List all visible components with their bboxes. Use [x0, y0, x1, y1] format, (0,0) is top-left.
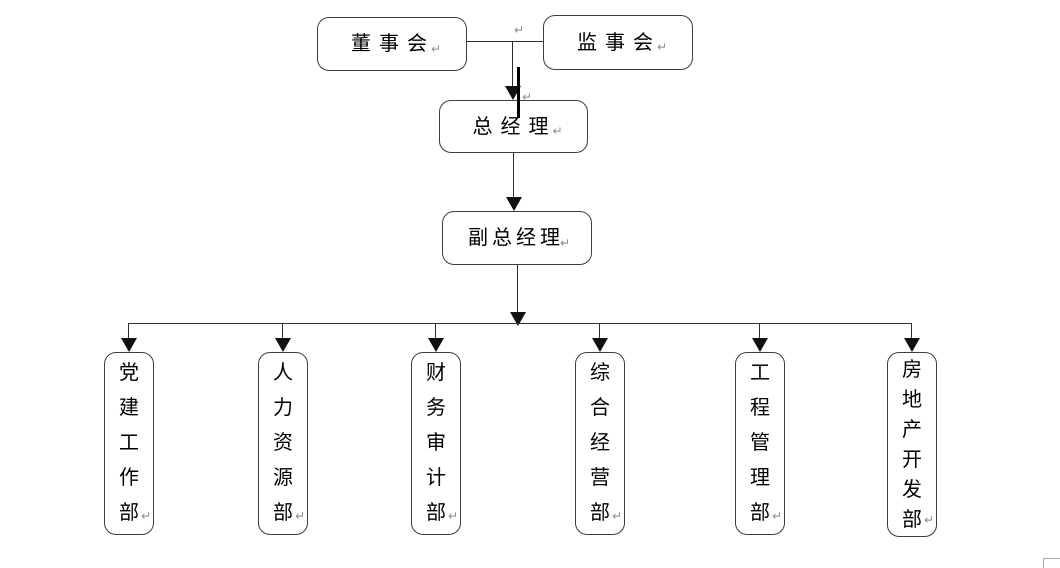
node-label: 监事会	[576, 31, 661, 54]
dept-box-finance-audit: 财务审计部 ↵	[411, 352, 461, 535]
page-margin-corner-mark	[1043, 558, 1044, 568]
dept-label: 工程管理部	[750, 362, 770, 524]
paragraph-mark-icon: ↵	[294, 509, 305, 523]
paragraph-mark-icon: ↵	[430, 41, 442, 56]
paragraph-mark-icon: ↵	[552, 124, 563, 138]
paragraph-mark-icon: ↵	[559, 235, 571, 250]
branch-line-4	[599, 323, 600, 339]
dept-label: 财务审计部	[426, 362, 446, 524]
connector-deputy-to-bus-arrowhead	[510, 312, 526, 326]
branch-line-3	[435, 323, 436, 339]
paragraph-mark-icon: ↵	[923, 513, 934, 527]
page-margin-corner-mark	[1043, 558, 1060, 559]
paragraph-mark-icon: ↵	[656, 40, 668, 54]
connector-board-supervisory	[467, 41, 543, 42]
dept-box-human-resources: 人力资源部 ↵	[258, 352, 308, 535]
paragraph-mark-icon: ↵	[447, 509, 458, 523]
node-label: 总经理	[472, 115, 557, 138]
dept-box-engineering-management: 工程管理部 ↵	[735, 352, 785, 535]
branch-arrowhead-5	[752, 338, 768, 352]
branch-arrowhead-2	[275, 338, 291, 352]
paragraph-mark-icon: ↵	[522, 90, 533, 104]
paragraph-mark-icon: ↵	[514, 23, 525, 37]
distribution-line	[129, 323, 912, 324]
node-general-manager: 总经理↵	[439, 100, 588, 153]
branch-arrowhead-4	[592, 338, 608, 352]
node-supervisory-board: 监事会↵	[543, 15, 693, 70]
dept-box-real-estate-development: 房地产开发部 ↵	[887, 352, 937, 537]
branch-line-6	[911, 323, 912, 339]
connector-gm-to-deputy-line	[513, 153, 514, 198]
paragraph-mark-icon: ↵	[140, 509, 151, 523]
branch-line-5	[759, 323, 760, 339]
branch-arrowhead-3	[428, 338, 444, 352]
node-label: 董事会	[350, 33, 435, 55]
branch-arrowhead-1	[121, 338, 137, 352]
branch-line-2	[282, 323, 283, 339]
connector-gm-to-deputy-arrowhead	[506, 197, 522, 211]
dept-box-general-operations: 综合经营部 ↵	[575, 352, 625, 535]
connector-deputy-to-bus-line	[517, 265, 518, 313]
node-label: 副总经理	[467, 227, 564, 249]
dept-label: 综合经营部	[590, 362, 610, 524]
dept-box-party-building: 党建工作部 ↵	[104, 352, 154, 535]
dept-label: 党建工作部	[119, 362, 139, 524]
node-deputy-general-manager: 副总经理↵	[442, 211, 592, 265]
connector-to-gm-line	[512, 41, 513, 87]
branch-line-1	[128, 323, 129, 339]
paragraph-mark-icon: ↵	[771, 509, 782, 523]
paragraph-mark-icon: ↵	[611, 509, 622, 523]
insertion-cursor	[517, 67, 520, 118]
dept-label: 人力资源部	[273, 362, 293, 524]
branch-arrowhead-6	[904, 338, 920, 352]
node-board-of-directors: 董事会↵	[317, 17, 467, 71]
dept-label: 房地产开发部	[902, 359, 922, 531]
